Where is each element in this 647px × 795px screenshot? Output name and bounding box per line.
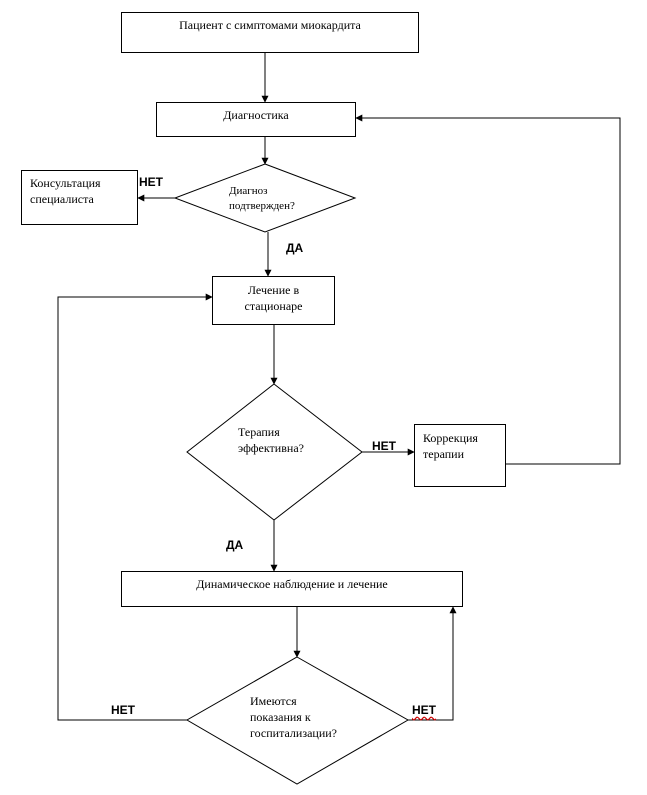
label-yes-hospital: ДА [286,241,304,255]
diagnosis-question: Диагноз подтвержден? [229,185,295,212]
start-text: Пациент с симптомами миокардита [179,18,361,32]
dynamic-box [121,571,463,607]
correction-box [414,424,506,487]
arrow-hosp-no-to-hospital [57,293,213,721]
arrow-correction-to-diagnostics [355,114,621,465]
correction-text: Коррекция терапии [423,431,478,461]
effective-question: Терапия эффективна? [238,425,304,455]
label-no-consult: НЕТ [139,175,163,189]
start-box [121,12,419,53]
hospitalization-decision [185,656,410,785]
diagnostics-text: Диагностика [223,108,289,122]
dynamic-text: Динамическое наблюдение и лечение [196,577,388,591]
label-no-left: НЕТ [111,703,135,717]
arrow-hosp-no-to-dynamic [408,606,457,721]
consult-text: Консультация специалиста [30,176,101,206]
label-no-right: НЕТ [412,703,436,717]
diagnostics-box [156,102,356,137]
hospital-text: Лечение в стационаре [244,283,303,313]
label-no-correction: НЕТ [372,439,396,453]
diagnosis-decision [173,163,357,233]
consult-box [21,170,138,225]
label-yes-dynamic: ДА [226,538,244,552]
hospital-box [212,276,335,325]
hospitalization-question: Имеются показания к госпитализации? [250,694,337,740]
